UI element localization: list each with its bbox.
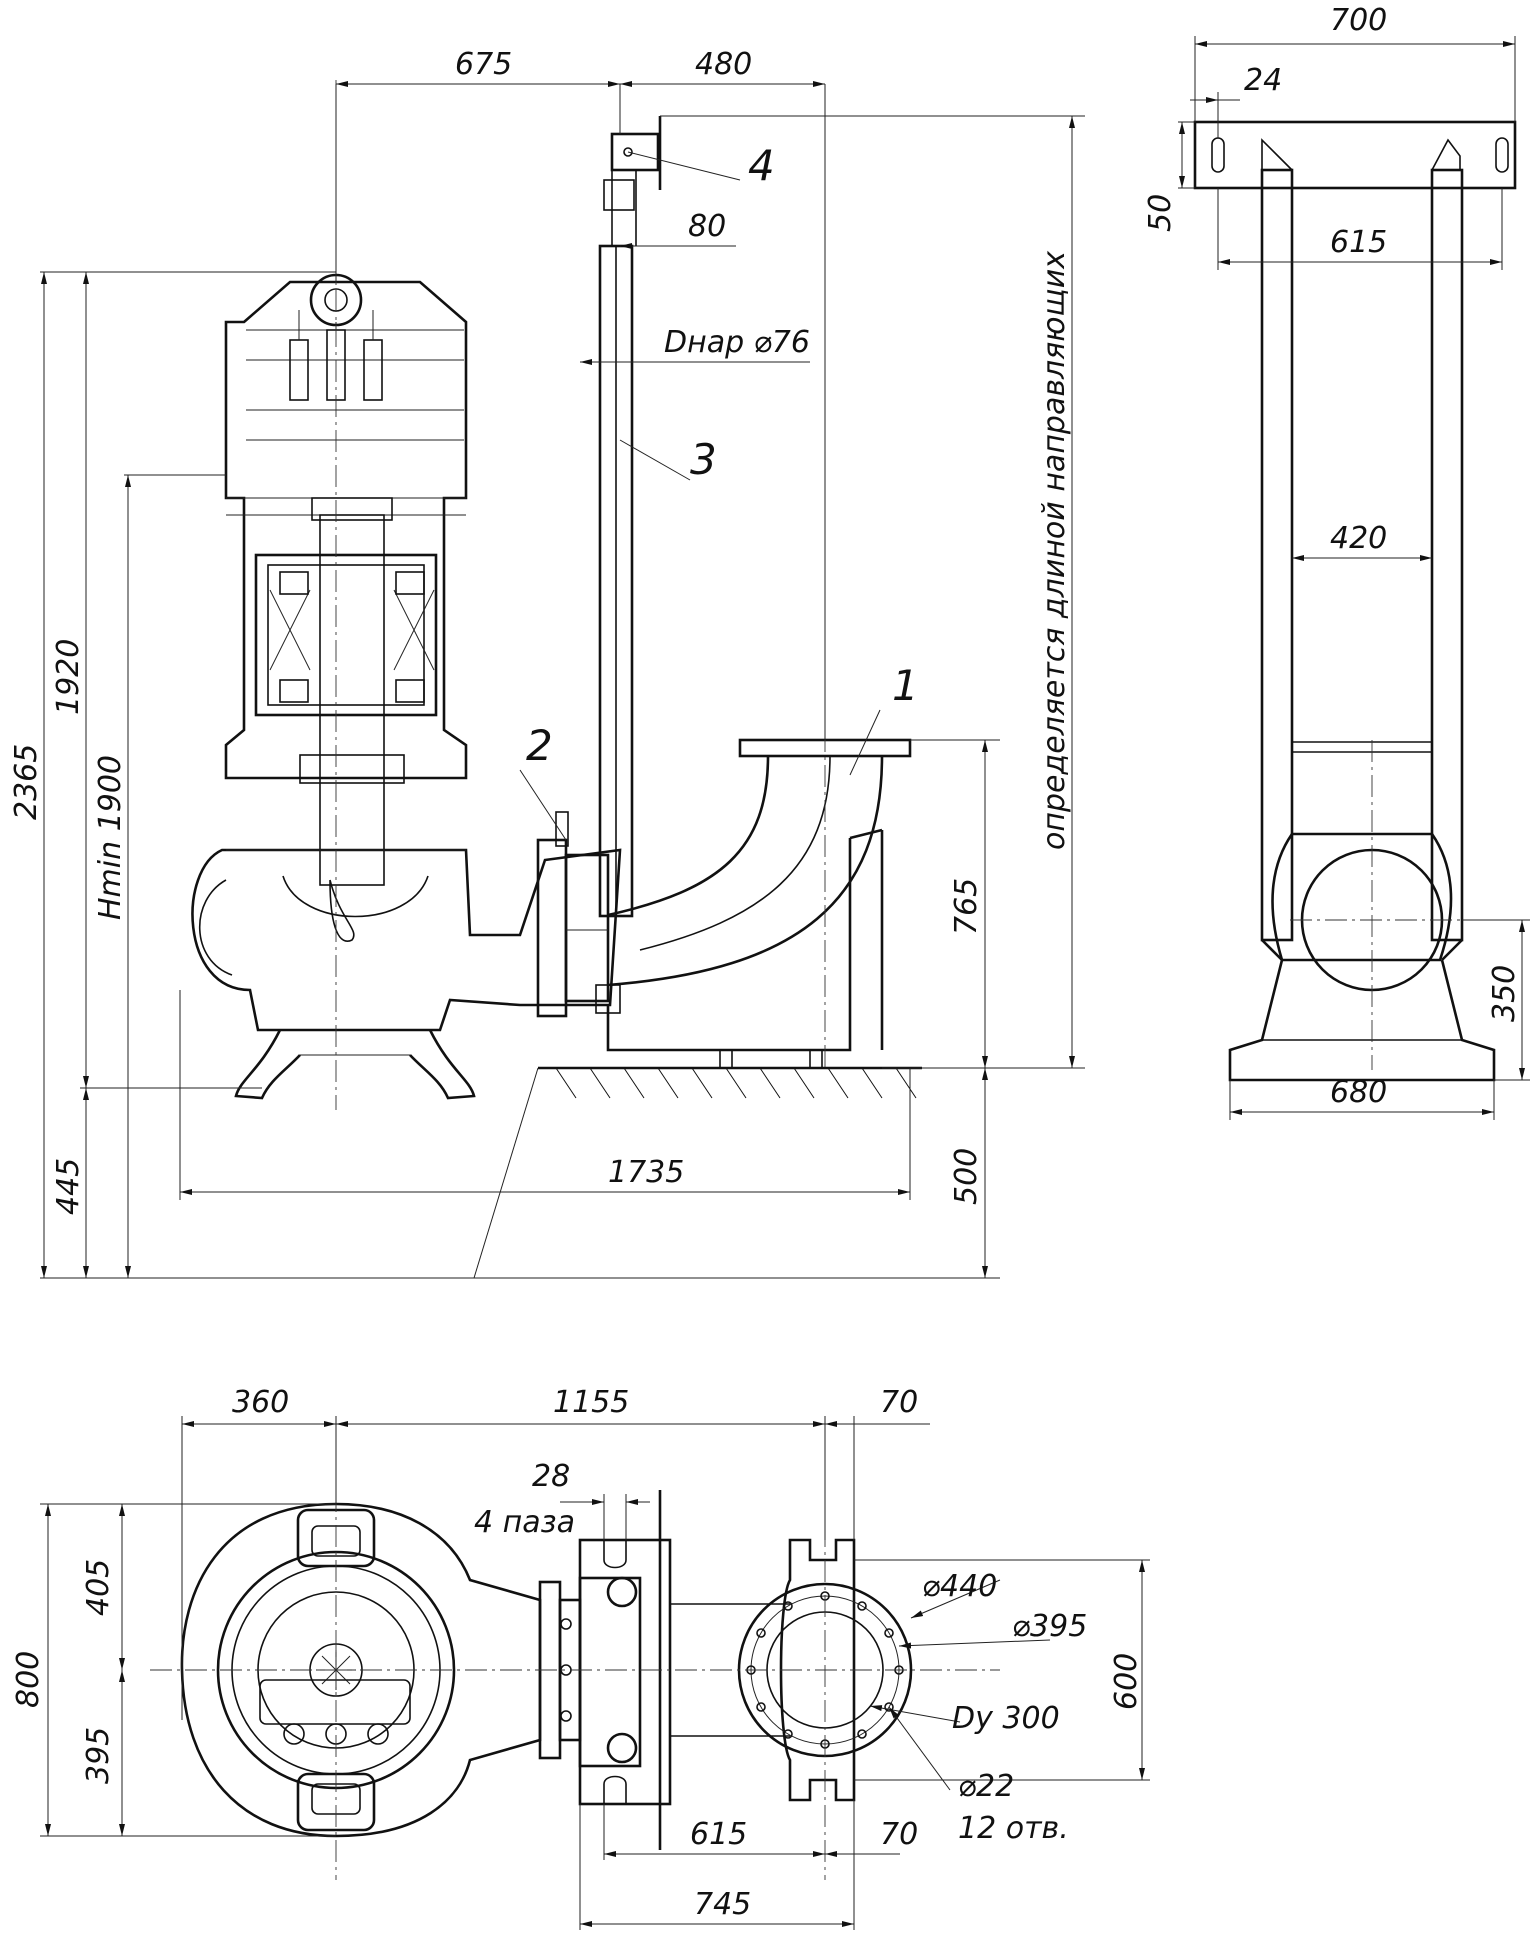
dim-flange-440: ⌀440 (922, 1569, 997, 1604)
dim-guide-pipe: Dнар ⌀76 (664, 325, 810, 360)
dim-680: 680 (1330, 1075, 1387, 1110)
dim-405: 405 (81, 1559, 116, 1616)
dim-445: 445 (51, 1158, 86, 1215)
dim-675: 675 (455, 47, 512, 82)
dim-4-slots: 4 паза (474, 1505, 575, 1540)
dim-395: 395 (81, 1727, 116, 1784)
dim-dy-300: Dy 300 (952, 1701, 1060, 1736)
dim-70-bottom: 70 (880, 1817, 918, 1852)
callout-3: 3 (690, 435, 717, 484)
dim-480: 480 (695, 47, 752, 82)
callout-4: 4 (748, 141, 775, 190)
dim-80: 80 (688, 209, 726, 244)
plan-view: 360 1155 70 28 4 паза 800 405 395 ⌀440 ⌀… (11, 1385, 1150, 1930)
dim-800: 800 (11, 1651, 46, 1708)
callout-1: 1 (892, 661, 919, 710)
dim-1155: 1155 (553, 1385, 629, 1420)
dim-745: 745 (694, 1887, 751, 1922)
dim-bolt-395: ⌀395 (1012, 1609, 1087, 1644)
dim-12-holes: 12 отв. (958, 1811, 1069, 1846)
dim-hmin: Hmin 1900 (93, 755, 128, 920)
pump-motor-housing (224, 273, 468, 886)
dim-700: 700 (1330, 3, 1387, 38)
guide-rail (598, 116, 662, 918)
pump-volute (191, 848, 622, 1100)
dim-500: 500 (949, 1148, 984, 1205)
extension-lines (40, 84, 1085, 1279)
dim-600: 600 (1109, 1653, 1144, 1710)
dim-1920: 1920 (51, 639, 86, 715)
dim-28: 28 (532, 1459, 570, 1494)
dim-24: 24 (1244, 63, 1282, 98)
front-dimension-lines (41, 81, 1075, 1278)
discharge-connector (536, 811, 610, 1018)
dim-1735: 1735 (608, 1155, 684, 1190)
foundation-floor (473, 1066, 922, 1279)
front-view: 675 480 80 Dнар ⌀76 2365 1920 Hmin 1900 … (9, 47, 1085, 1279)
callout-leaders (519, 151, 881, 841)
side-view: 700 24 50 615 420 350 680 (1143, 3, 1530, 1120)
dim-360: 360 (232, 1385, 289, 1420)
dim-350: 350 (1487, 965, 1522, 1022)
dim-70-top: 70 (880, 1385, 918, 1420)
dim-420: 420 (1330, 521, 1387, 556)
dim-615-plan: 615 (690, 1817, 747, 1852)
callout-2: 2 (526, 721, 553, 770)
dim-50: 50 (1143, 194, 1178, 232)
dim-615-side: 615 (1330, 225, 1387, 260)
dim-765: 765 (949, 878, 984, 935)
duckfoot-elbow (595, 738, 912, 1069)
dim-hole-22: ⌀22 (958, 1769, 1014, 1804)
dim-2365: 2365 (9, 744, 44, 820)
guide-length-note: определяется длиной направляющих (1037, 251, 1072, 850)
